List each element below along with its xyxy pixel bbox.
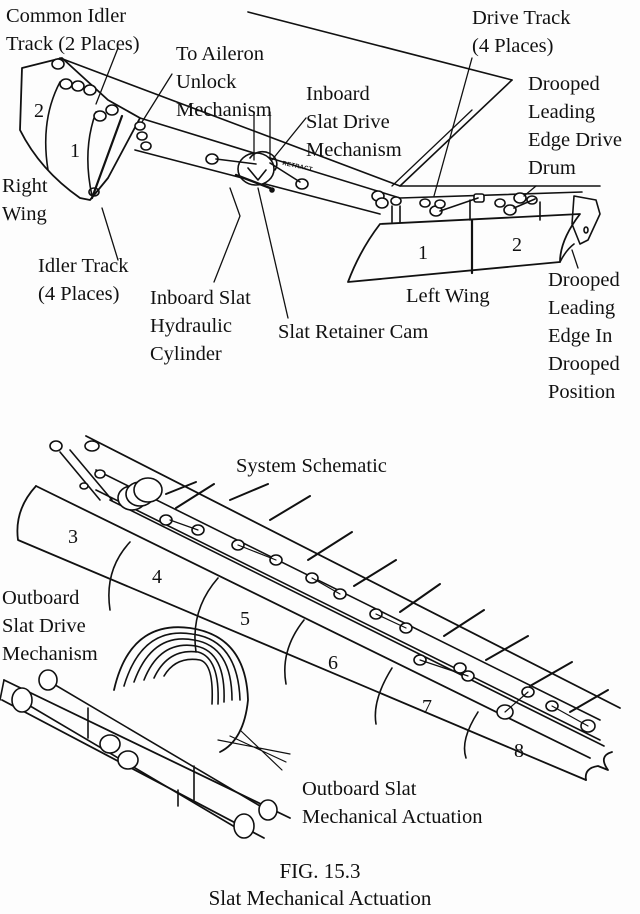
label-inboard-slat-hydraulic-cylinder: Inboard Slat Hydraulic Cylinder (150, 287, 251, 365)
label-idler-track: Idler Track (4 Places) (38, 255, 129, 305)
right-wing-slats (19, 57, 141, 201)
label-drooped-le-position: Drooped Leading Edge In Drooped Position (548, 269, 620, 403)
slat-segment-dividers (108, 541, 479, 759)
slat-number: 6 (328, 652, 338, 674)
right-wing-slat-number: 2 (34, 100, 44, 122)
slat-rail-assembly (59, 449, 605, 747)
slat-number: 7 (422, 696, 432, 718)
track-rollers-left (371, 190, 541, 223)
leader-lines-top (95, 47, 579, 319)
slat-number: 5 (240, 608, 250, 630)
label-drooped-le-drive-drum: Drooped Leading Edge Drive Drum (528, 73, 622, 179)
label-common-idler-track: Common Idler Track (2 Places) (6, 5, 140, 55)
label-inboard-slat-drive: Inboard Slat Drive Mechanism (306, 83, 402, 161)
label-to-aileron-unlock: To Aileron Unlock Mechanism (176, 43, 272, 121)
left-wing-slat-number: 2 (512, 234, 522, 256)
slat-number: 3 (68, 526, 78, 548)
outboard-slat-tube (16, 435, 621, 781)
left-wing-slat-number: 1 (418, 242, 428, 264)
right-wing-slat-number: 1 (70, 140, 80, 162)
inboard-slat-drive-mechanism (215, 150, 301, 193)
slat-ribs (165, 481, 609, 713)
label-drive-track: Drive Track (4 Places) (472, 7, 571, 57)
figure-number: FIG. 15.3 (279, 859, 361, 883)
label-outboard-slat-actuation: Outboard Slat Mechanical Actuation (302, 778, 483, 828)
slat-number: 8 (514, 740, 524, 762)
figure-title: Slat Mechanical Actuation (208, 886, 432, 910)
left-wing-slats (347, 213, 581, 283)
slat-drive-cables (169, 519, 589, 727)
drooped-leading-edge (571, 195, 601, 245)
slat-drive-pulleys (49, 440, 596, 733)
label-outboard-slat-drive: Outboard Slat Drive Mechanism (2, 587, 98, 665)
label-system-schematic: System Schematic (236, 455, 387, 477)
label-right-wing: Right Wing (2, 175, 48, 225)
label-left-wing: Left Wing (406, 285, 490, 307)
label-slat-retainer-cam: Slat Retainer Cam (278, 321, 429, 343)
slat-number: 4 (152, 566, 162, 588)
outboard-slat-drive-mechanism (0, 626, 291, 839)
